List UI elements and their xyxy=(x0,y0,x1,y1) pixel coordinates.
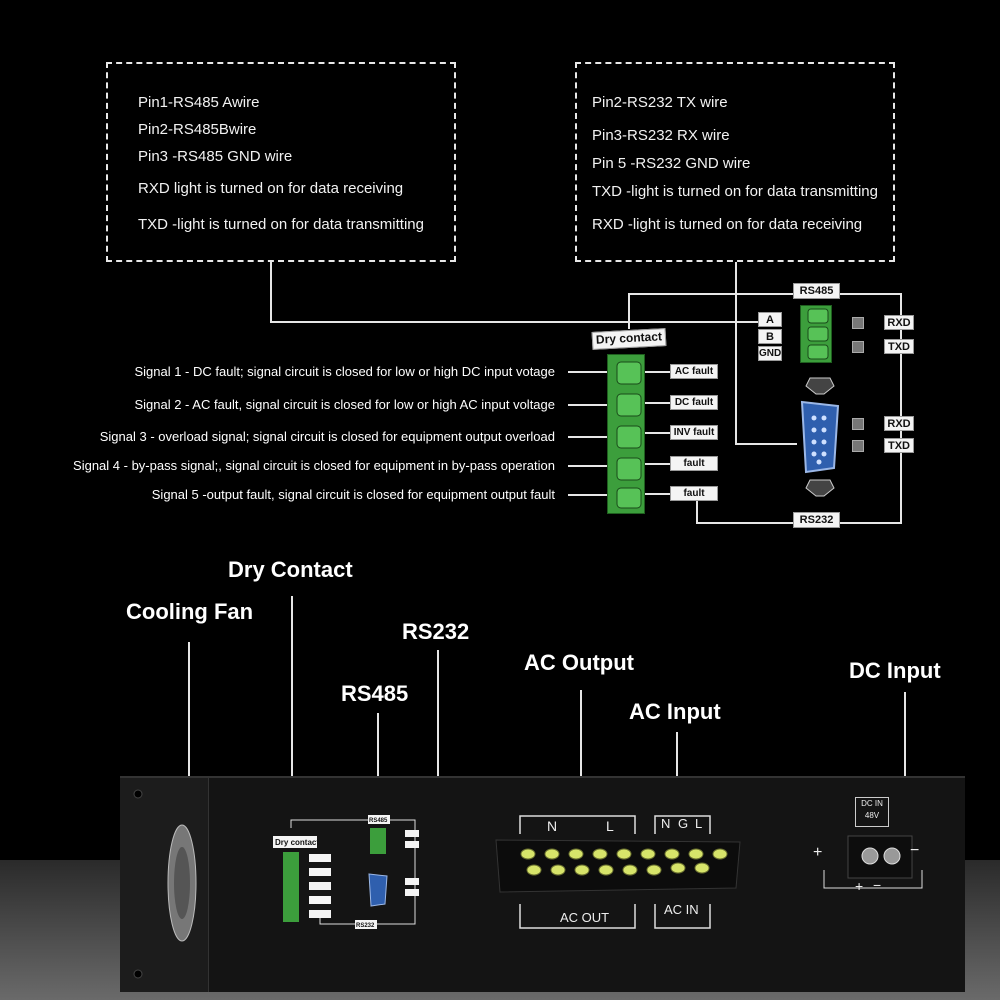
dry-contact-screws xyxy=(616,361,642,509)
dc-in-voltage: 48V xyxy=(864,811,880,820)
rs485-info-line: Pin2-RS485Bwire xyxy=(138,121,257,138)
panel-diagram: Dry contact RS485 RS232 AC fault DC faul… xyxy=(591,283,914,528)
callout-rs232: RS232 xyxy=(402,619,470,644)
fault-tag: fault xyxy=(670,456,718,471)
dry-contact-tag: Dry contact xyxy=(591,328,667,350)
svg-text:Dry contact: Dry contact xyxy=(275,838,319,847)
rs232-info-box: Pin2-RS232 TX wire Pin3-RS232 RX wire Pi… xyxy=(575,62,895,262)
callout-dry-contact: Dry Contact xyxy=(228,557,353,582)
signal-leader xyxy=(568,404,616,406)
rs485-rxd-tag: RXD xyxy=(884,315,914,330)
fault-wire xyxy=(645,371,670,373)
rs232-info-line: RXD -light is turned on for data receivi… xyxy=(592,216,863,233)
panel-outline xyxy=(840,522,902,524)
signal-2-text: Signal 2 - AC fault, signal circuit is c… xyxy=(134,397,555,412)
signal-leader xyxy=(568,465,616,467)
ac-out-n-label: N xyxy=(547,818,558,834)
svg-text:RS485: RS485 xyxy=(369,818,388,824)
callout-ac-output: AC Output xyxy=(524,650,634,675)
fault-wire xyxy=(645,493,670,495)
callout-cooling-fan: Cooling Fan xyxy=(126,599,254,624)
rs485-info-line: Pin1-RS485 Awire xyxy=(138,94,260,111)
signal-leader xyxy=(568,371,616,373)
rs485-info-box: Pin1-RS485 Awire Pin2-RS485Bwire Pin3 -R… xyxy=(106,62,456,262)
dc-in-label-box: DC IN 48V xyxy=(855,797,889,827)
callout-rs485: RS485 xyxy=(341,681,409,706)
panel-outline xyxy=(900,293,902,523)
rs232-info-line: Pin3-RS232 RX wire xyxy=(592,127,730,144)
dc-terminal xyxy=(823,835,923,889)
fault-wire xyxy=(645,463,670,465)
signal-4-text: Signal 4 - by-pass signal;, signal circu… xyxy=(73,458,555,473)
ac-fault-tag: AC fault xyxy=(670,364,718,379)
callout-dc-input: DC Input xyxy=(849,658,941,683)
rs485-pin-gnd: GND xyxy=(758,346,782,361)
callout-leader xyxy=(188,642,190,777)
dc-fault-tag: DC fault xyxy=(670,395,718,410)
dc-plus-left: + xyxy=(813,844,823,861)
leader-line xyxy=(270,262,272,322)
dc-plus-bottom: + xyxy=(855,878,864,894)
leader-line xyxy=(735,443,797,445)
fan-icon xyxy=(167,824,197,942)
signal-5-text: Signal 5 -output fault, signal circuit i… xyxy=(151,487,555,502)
callout-leader xyxy=(291,596,293,810)
rs485-rxd-led xyxy=(852,317,864,329)
callout-leader xyxy=(377,713,379,809)
callout-leader xyxy=(580,690,582,840)
dc-minus-bottom: − xyxy=(873,877,882,893)
rs485-txd-tag: TXD xyxy=(884,339,914,354)
inv-fault-tag: INV fault xyxy=(670,425,718,440)
rs485-tag: RS485 xyxy=(793,283,840,299)
rs485-txd-led xyxy=(852,341,864,353)
ac-in-label: AC IN xyxy=(664,902,699,917)
rs232-port xyxy=(800,377,840,497)
rs485-info-line: RXD light is turned on for data receivin… xyxy=(138,180,404,197)
rs485-screws xyxy=(807,308,829,360)
leader-line xyxy=(270,321,760,323)
rs232-rxd-led xyxy=(852,418,864,430)
ac-out-l-label: L xyxy=(606,818,614,834)
rs232-info-line: TXD -light is turned on for data transmi… xyxy=(592,183,878,200)
dc-minus-right: − xyxy=(910,842,920,859)
panel-outline xyxy=(696,522,794,524)
fault-wire xyxy=(645,402,670,404)
signal-leader xyxy=(568,436,616,438)
panel-outline xyxy=(628,293,630,329)
dc-in-label: DC IN xyxy=(861,799,883,808)
rs232-tag: RS232 xyxy=(793,512,840,528)
rs485-info-line: Pin3 -RS485 GND wire xyxy=(138,148,293,165)
fault-wire xyxy=(645,432,670,434)
device-mini-panel: Dry contact RS485 RS232 xyxy=(273,815,419,929)
ac-in-g-label: G xyxy=(678,816,689,831)
ac-terminal-outline xyxy=(519,815,711,929)
rs232-info-line: Pin2-RS232 TX wire xyxy=(592,94,728,111)
rs232-txd-tag: TXD xyxy=(884,438,914,453)
rs485-pin-a: A xyxy=(758,312,782,327)
fault-tag: fault xyxy=(670,486,718,501)
mount-holes xyxy=(133,789,143,979)
panel-outline xyxy=(628,293,793,295)
signal-3-text: Signal 3 - overload signal; signal circu… xyxy=(99,429,555,444)
rs232-rxd-tag: RXD xyxy=(884,416,914,431)
panel-outline xyxy=(696,498,698,524)
ac-out-label: AC OUT xyxy=(560,910,610,925)
signal-leader xyxy=(568,494,616,496)
callout-ac-input: AC Input xyxy=(629,699,721,724)
ac-terminal-block xyxy=(495,839,741,893)
rs232-info-line: Pin 5 -RS232 GND wire xyxy=(592,155,751,172)
rs485-pin-b: B xyxy=(758,329,782,344)
ac-in-l-label: L xyxy=(695,816,703,831)
rs232-txd-led xyxy=(852,440,864,452)
callout-leader xyxy=(904,692,906,844)
ac-in-n-label: N xyxy=(661,816,671,831)
svg-text:RS232: RS232 xyxy=(356,923,375,929)
leader-line xyxy=(735,262,737,444)
panel-outline xyxy=(840,293,902,295)
rs485-info-line: TXD -light is turned on for data transmi… xyxy=(138,216,424,233)
signal-1-text: Signal 1 - DC fault; signal circuit is c… xyxy=(134,364,555,379)
